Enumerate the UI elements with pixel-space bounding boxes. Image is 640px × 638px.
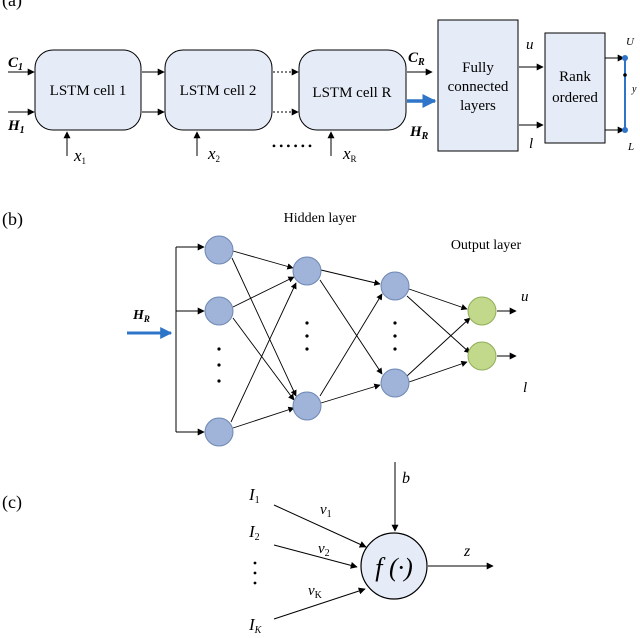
- hidden-node-l1-2: [204, 296, 234, 326]
- l1-ellipsis: [217, 347, 221, 383]
- weight-arrow-k: [273, 587, 366, 620]
- l3-ellipsis: [393, 321, 397, 351]
- lstm-cell-r-label: LSTM cell R: [312, 85, 391, 101]
- output-l-label: l: [523, 380, 527, 396]
- hr-input-label: HR: [132, 308, 150, 324]
- x2-label: x2: [207, 144, 220, 164]
- output-node-u: [467, 296, 497, 326]
- L-label: L: [627, 141, 634, 153]
- fully-connected-box: [437, 19, 519, 152]
- c-out-label: CR: [408, 50, 425, 68]
- fc-l-label: l: [529, 136, 533, 152]
- hidden-node-l2-1: [292, 256, 322, 286]
- input-i2-label: I2: [248, 522, 260, 543]
- rank-label-line-1: Rank: [559, 69, 591, 85]
- panel-b: (b) Hidden layer Output layer HR: [2, 209, 529, 447]
- fc-label-line-2: connected: [448, 79, 509, 95]
- panel-a: (a) LSTM cell 1 LSTM cell 2 LSTM cell R …: [2, 0, 637, 166]
- l2-ellipsis: [305, 321, 309, 351]
- bias-label: b: [402, 470, 410, 487]
- panel-c: (c) I1 I2 IK v1 v2 vK b f (·) z: [2, 462, 494, 636]
- h-in-label: H1: [7, 118, 25, 136]
- output-u-label: u: [521, 289, 529, 305]
- panel-c-label: (c): [2, 492, 22, 513]
- neuron-output-label: z: [463, 543, 471, 560]
- panel-a-label: (a): [2, 0, 22, 11]
- interval-upper-dot: [622, 55, 628, 61]
- output-layer-title: Output layer: [451, 238, 522, 253]
- input-ik-label: IK: [248, 615, 263, 636]
- weight-arrow-1: [273, 504, 367, 548]
- fc-label-line-1: Fully: [462, 60, 494, 76]
- c-in-label: C1: [8, 55, 23, 73]
- x1-label: x1: [73, 146, 86, 166]
- weight-v1-label: v1: [320, 502, 332, 520]
- neuron-circle: [360, 532, 428, 600]
- rank-label-line-2: ordered: [552, 90, 598, 106]
- interval-lower-dot: [622, 127, 628, 133]
- inputs-ellipsis: [253, 561, 257, 585]
- interval-mid-dot: [623, 73, 627, 77]
- input-i1-label: I1: [248, 485, 260, 506]
- lstm-cell-2-box: [164, 49, 273, 131]
- hidden-node-l2-2: [292, 391, 322, 421]
- output-node-l: [467, 341, 497, 371]
- hidden-node-l1-1: [204, 235, 234, 265]
- weight-v2-label: v2: [318, 541, 330, 559]
- fc-u-label: u: [526, 37, 534, 53]
- connections-l2-l3: [319, 269, 383, 404]
- panel-b-label: (b): [2, 209, 23, 230]
- cells-ellipsis: • • • • • •: [272, 139, 312, 153]
- h-out-label: HR: [409, 124, 429, 142]
- connections-l1-l2: [230, 250, 297, 429]
- lstm-cell-1-box: [34, 49, 142, 131]
- hidden-node-l1-3: [204, 417, 234, 447]
- rank-ordered-box: [544, 32, 606, 144]
- activation-function-label: f (·): [375, 553, 413, 582]
- hidden-node-l3-1: [380, 271, 410, 301]
- lstm-cell-2-label: LSTM cell 2: [180, 83, 257, 99]
- hidden-node-l3-2: [380, 368, 410, 398]
- U-label: U: [626, 36, 635, 48]
- fc-label-line-3: layers: [460, 98, 496, 114]
- weight-arrow-2: [273, 544, 358, 569]
- lstm-cell-1-label: LSTM cell 1: [50, 83, 127, 99]
- y-label: y: [631, 84, 637, 95]
- connections-l3-out: [406, 288, 471, 383]
- hidden-layer-title: Hidden layer: [284, 211, 357, 226]
- xr-label: xR: [342, 144, 357, 164]
- lstm-cell-r-box: [298, 49, 407, 131]
- weight-vk-label: vK: [308, 583, 323, 601]
